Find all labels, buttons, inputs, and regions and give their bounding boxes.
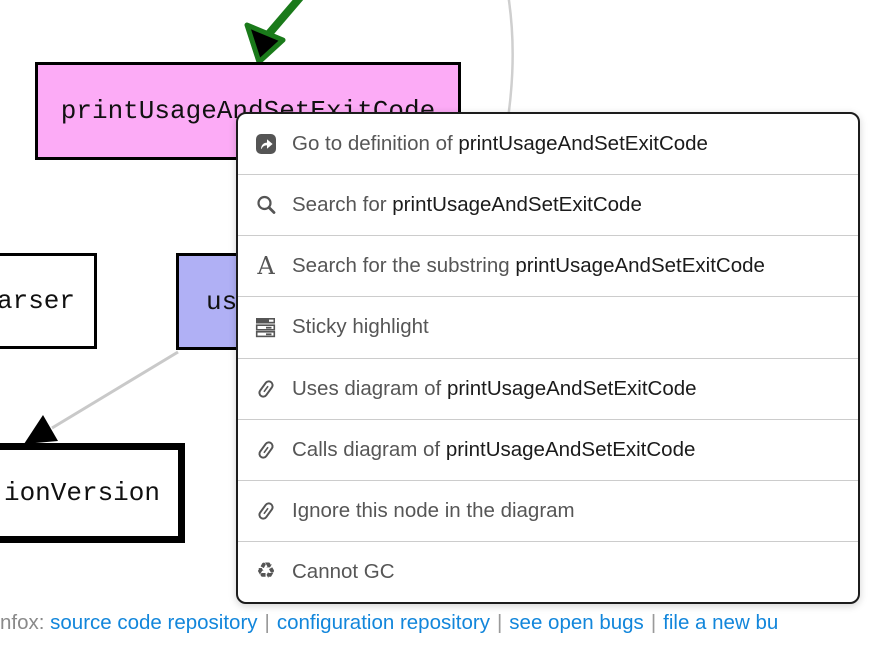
recycle-icon: ♻ xyxy=(256,559,276,585)
incoming-call-arrowhead-icon xyxy=(244,22,286,65)
sticky-highlight-icon xyxy=(254,315,278,339)
footer-link-new-bug[interactable]: file a new bu xyxy=(663,611,779,634)
menu-item-label: Search for the substring printUsageAndSe… xyxy=(292,254,765,278)
link-icon xyxy=(254,438,278,462)
uses-edge-arrowhead-icon xyxy=(24,415,58,444)
footer-separator: | xyxy=(264,611,270,634)
menu-item-label: Cannot GC xyxy=(292,559,395,583)
footer-links-bar: nfox: source code repository | configurati… xyxy=(0,608,892,638)
diagram-node-parser-clipped[interactable]: arser xyxy=(0,253,97,349)
menu-item-label: Sticky highlight xyxy=(292,315,429,339)
menu-item-sticky-highlight[interactable]: Sticky highlight xyxy=(238,296,858,357)
menu-item-symbol: printUsageAndSetExitCode xyxy=(392,193,642,217)
menu-item-symbol: printUsageAndSetExitCode xyxy=(445,437,696,461)
uses-edge-line xyxy=(51,350,179,430)
menu-item-symbol: printUsageAndSetExitCode xyxy=(515,254,765,278)
footer-separator: | xyxy=(650,611,657,634)
menu-item-label: Uses diagram of printUsageAndSetExitCode xyxy=(292,376,697,400)
node-label: ionVersion xyxy=(3,478,160,508)
menu-item-uses-diagram[interactable]: Uses diagram of printUsageAndSetExitCode xyxy=(238,357,858,419)
menu-item-calls-diagram[interactable]: Calls diagram of printUsageAndSetExitCod… xyxy=(238,418,858,480)
footer-prefix: nfox: xyxy=(0,611,45,634)
footer-link-open-bugs[interactable]: see open bugs xyxy=(509,611,644,634)
menu-item-symbol: printUsageAndSetExitCode xyxy=(446,376,697,400)
search-icon xyxy=(254,193,278,217)
menu-item-label: Search for printUsageAndSetExitCode xyxy=(292,193,642,217)
diagram-node-version-clipped[interactable]: ionVersion xyxy=(0,443,185,543)
footer-separator: | xyxy=(496,611,503,634)
goto-definition-icon xyxy=(254,132,278,156)
footer-link-source-repo[interactable]: source code repository xyxy=(50,611,258,634)
menu-item-search[interactable]: Search for printUsageAndSetExitCode xyxy=(238,174,858,235)
incoming-call-edge-line xyxy=(263,0,304,39)
menu-item-goto-definition[interactable]: Go to definition of printUsageAndSetExit… xyxy=(238,114,858,174)
menu-item-symbol: printUsageAndSetExitCode xyxy=(458,132,708,156)
substring-letter-icon: A xyxy=(257,252,275,281)
menu-item-search-substring[interactable]: A Search for the substring printUsageAnd… xyxy=(238,235,858,296)
link-icon xyxy=(254,377,278,401)
menu-item-label: Go to definition of printUsageAndSetExit… xyxy=(292,132,708,156)
menu-item-label: Ignore this node in the diagram xyxy=(292,498,575,522)
node-label: arser xyxy=(0,286,75,316)
menu-item-label: Calls diagram of printUsageAndSetExitCod… xyxy=(292,437,696,461)
context-menu: Go to definition of printUsageAndSetExit… xyxy=(236,112,860,604)
menu-item-ignore-node[interactable]: Ignore this node in the diagram xyxy=(238,479,858,541)
node-label: us xyxy=(206,286,238,317)
link-icon xyxy=(254,499,278,523)
menu-item-cannot-gc[interactable]: ♻ Cannot GC xyxy=(238,540,858,602)
footer-link-config-repo[interactable]: configuration repository xyxy=(276,611,490,634)
